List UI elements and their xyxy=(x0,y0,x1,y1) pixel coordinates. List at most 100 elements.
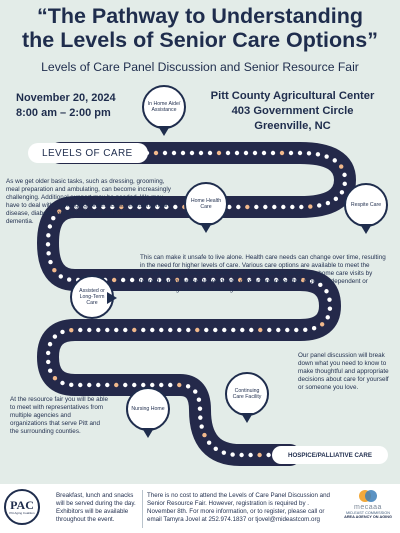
road-dot xyxy=(291,277,297,283)
road-dot xyxy=(159,382,164,388)
page-subtitle: Levels of Care Panel Discussion and Seni… xyxy=(41,60,359,74)
road-dot xyxy=(171,150,177,156)
pin-label: Respite Care xyxy=(350,201,382,208)
road-dot xyxy=(164,204,169,210)
road-dot xyxy=(96,382,101,388)
road-dot xyxy=(51,215,56,221)
road-dot xyxy=(332,158,337,163)
road-dot xyxy=(58,274,63,279)
road-dot xyxy=(119,204,124,210)
pac-logo-text: PAC xyxy=(10,498,34,512)
road-dot xyxy=(290,204,295,210)
road-dot xyxy=(338,164,344,169)
venue-name: Pitt County Agricultural Center xyxy=(210,90,375,102)
pin-nursing-home: Nursing Home xyxy=(126,387,170,431)
pin-in-home-aide: In Home Aide/ Assistance xyxy=(142,85,186,129)
road-dot xyxy=(83,204,88,210)
road-dot xyxy=(243,150,249,156)
road-dot xyxy=(168,382,173,388)
road-dot xyxy=(325,200,331,206)
road-dot xyxy=(52,376,58,381)
road-dot xyxy=(315,152,321,157)
road-dot xyxy=(309,279,315,284)
road-dot xyxy=(141,327,146,333)
road-dot xyxy=(234,150,240,156)
road-dot xyxy=(96,327,101,333)
paragraph-panel: Our panel discussion will break down wha… xyxy=(298,352,389,392)
road-dot xyxy=(240,327,245,333)
road-dot xyxy=(78,327,83,333)
road-dot xyxy=(327,306,333,311)
mecaaa-line-1: MID-EAST COMMISSION xyxy=(345,511,391,515)
road-dot xyxy=(270,150,276,156)
road-dot xyxy=(120,277,126,283)
footer: PAC Pitt Aging Coalition Breakfast, lunc… xyxy=(0,484,400,533)
road-dot xyxy=(201,277,207,283)
road-dot xyxy=(246,277,252,283)
road-dot xyxy=(197,406,203,411)
footer-registration-info: There is no cost to attend the Levels of… xyxy=(147,492,330,523)
road-dot xyxy=(155,204,160,210)
mecaaa-icon xyxy=(359,490,377,502)
road-dot xyxy=(183,277,189,283)
road-dot xyxy=(168,327,173,333)
road-dot xyxy=(225,150,231,156)
road-dot xyxy=(216,150,222,156)
road-dot xyxy=(177,327,182,333)
road-dot xyxy=(342,181,347,187)
road-dot xyxy=(210,277,216,283)
road-dot xyxy=(264,277,270,283)
road-dot xyxy=(204,327,209,333)
event-time: 8:00 am – 2:00 pm xyxy=(16,107,111,119)
road-dot xyxy=(199,424,204,429)
road-dot xyxy=(69,382,74,388)
pac-logo: PAC Pitt Aging Coalition xyxy=(4,489,40,525)
road-dot xyxy=(123,327,128,333)
road-dot xyxy=(273,277,279,283)
road-dot xyxy=(333,196,339,202)
road-dot xyxy=(207,150,213,156)
road-dot xyxy=(266,452,271,458)
road-dot xyxy=(254,204,259,210)
road-dot xyxy=(69,327,74,333)
road-dot xyxy=(57,209,62,214)
title-line-1: “The Pathway to Understanding xyxy=(36,4,364,28)
pin-label: Home Health Care xyxy=(190,197,222,210)
road-dot xyxy=(150,327,155,333)
road-dot xyxy=(230,452,235,457)
road-dot xyxy=(147,277,153,283)
paragraph-unsafe: This can make it unsafe to live alone. H… xyxy=(140,254,386,294)
road-dot xyxy=(141,382,146,388)
road-dot xyxy=(255,277,261,283)
pin-home-health-care: Home Health Care xyxy=(184,182,228,226)
road-dot xyxy=(60,380,65,386)
road-dot xyxy=(101,204,106,210)
road-dot xyxy=(237,277,243,283)
road-dot xyxy=(339,190,345,195)
road-dot xyxy=(156,277,162,283)
road-dot xyxy=(324,289,329,294)
road-dot xyxy=(123,382,128,388)
road-dot xyxy=(180,150,186,156)
road-dot xyxy=(114,327,119,333)
road-dot xyxy=(285,327,290,333)
pin-label: Continuing Care Facility xyxy=(232,387,262,400)
road-dot xyxy=(132,327,137,333)
road-dot xyxy=(46,233,51,238)
hospice-palliative-label: HOSPICE/PALLIATIVE CARE xyxy=(272,446,388,464)
road-dot xyxy=(231,327,236,333)
road-dot xyxy=(294,327,299,333)
pin-continuing-care-facility: Continuing Care Facility xyxy=(225,372,269,416)
road-dot xyxy=(66,277,72,282)
road-dot xyxy=(327,297,332,302)
road-dot xyxy=(318,282,323,288)
road-dot xyxy=(87,327,92,333)
road-dot xyxy=(162,150,168,156)
road-dot xyxy=(276,327,281,333)
road-dot xyxy=(177,382,182,388)
road-dot xyxy=(198,415,203,420)
pin-respite-care: Respite Care xyxy=(344,183,388,227)
road-dot xyxy=(105,327,110,333)
road-dot xyxy=(248,452,253,458)
paragraph-basic-tasks: As we get older basic tasks, such as dre… xyxy=(6,178,171,226)
